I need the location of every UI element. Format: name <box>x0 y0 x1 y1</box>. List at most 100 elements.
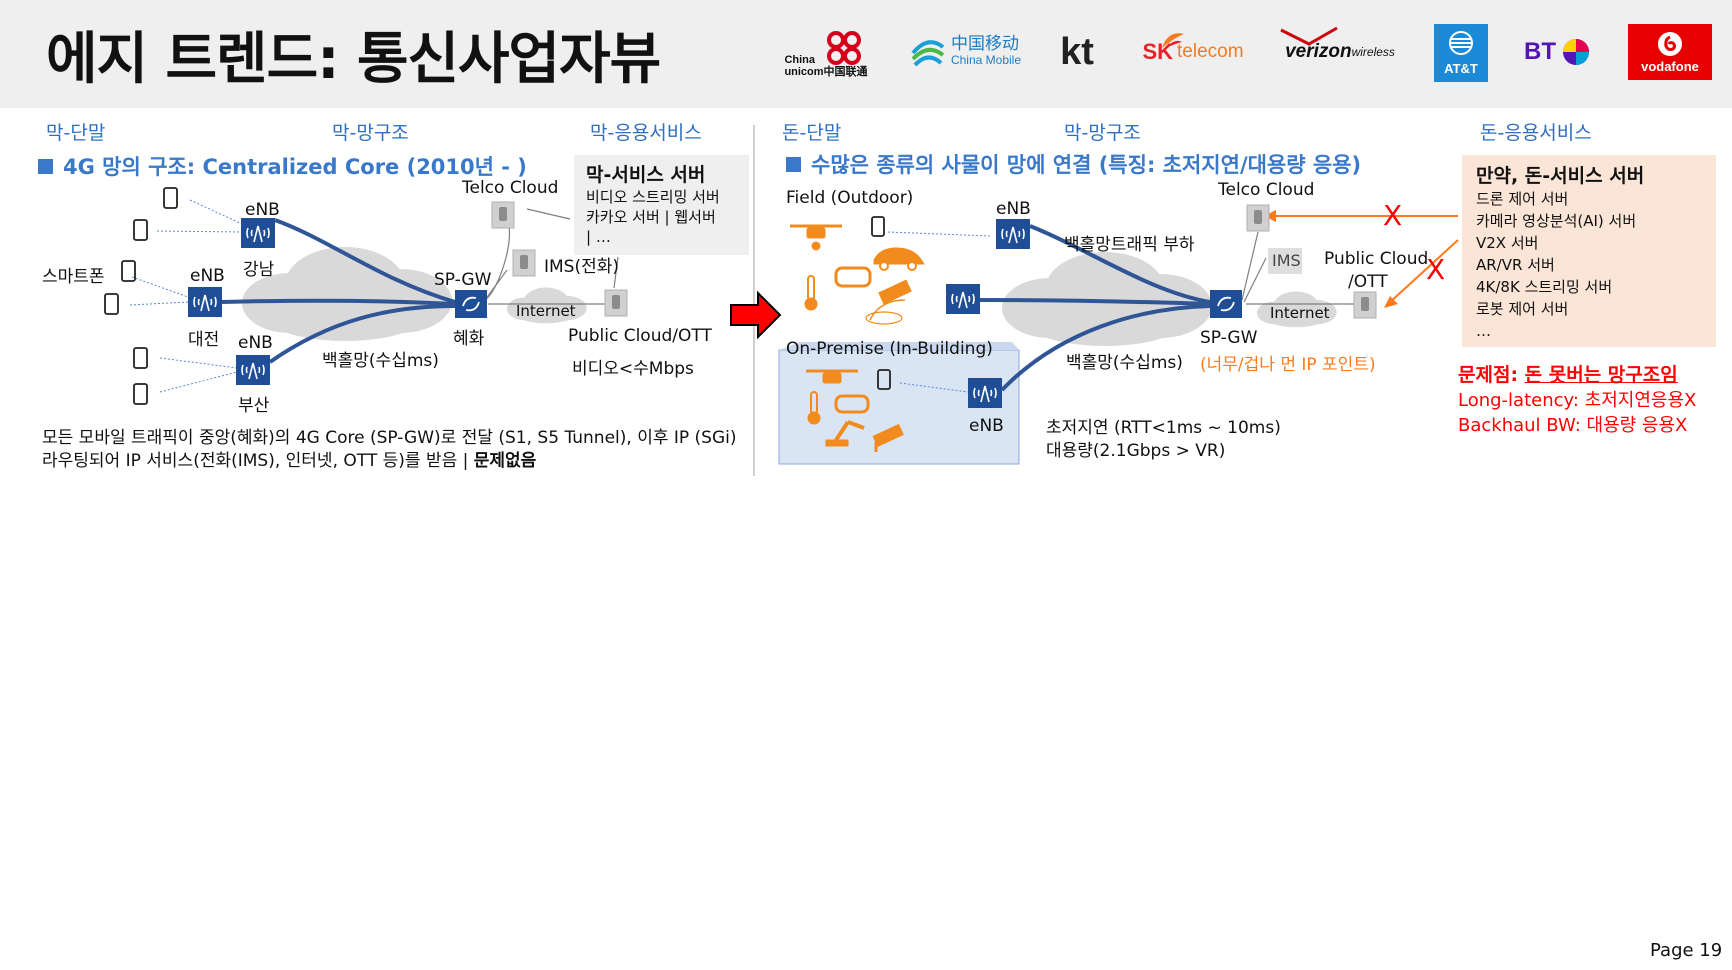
car-icon <box>873 247 925 271</box>
enb-label-gangnam: eNB <box>245 200 280 220</box>
right-sec-service: 돈-응용서비스 <box>1480 122 1592 144</box>
arrow-right-icon <box>730 290 782 340</box>
x-mark-public: X <box>1426 253 1446 286</box>
left-server-line: 비디오 스트리밍 서버 <box>586 188 720 206</box>
china-unicom-logo: China unicom中国联通 <box>780 22 872 82</box>
bullet-square <box>786 156 801 172</box>
antenna-icon <box>241 218 275 248</box>
right-server-line: V2X 서버 <box>1476 234 1539 252</box>
vr-headset-icon <box>834 394 870 414</box>
hyehwa-label: 혜화 <box>453 329 485 349</box>
left-backhaul-label: 백홀망(수십ms) <box>322 351 439 371</box>
problem-underlined: 돈 못버는 망구조임 <box>1524 364 1678 386</box>
right-backhaul-label: 백홀망(수십ms) <box>1066 353 1183 373</box>
smartphone-label: 스마트폰 <box>42 267 105 287</box>
thermometer-icon <box>807 391 821 425</box>
right-core-links <box>1241 231 1354 305</box>
antenna-icon <box>996 219 1030 249</box>
right-server-box: 만약, 돈-서비스 서버 드론 제어 서버 카메라 영상분석(AI) 서버 V2… <box>1462 155 1716 347</box>
right-server-line: 로봇 제어 서버 <box>1476 300 1569 318</box>
left-sec-network: 막-망구조 <box>332 122 409 144</box>
verizon-logo: verizon wireless <box>1275 22 1405 82</box>
cctv-icon <box>872 423 904 452</box>
left-desc-line1: 모든 모바일 트래픽이 중앙(혜화)의 4G Core (SP-GW)로 전달 … <box>42 428 737 448</box>
right-telco-cloud: Telco Cloud <box>1218 180 1315 200</box>
unicom-knot-icon <box>827 31 861 65</box>
field-device-icons <box>790 224 925 325</box>
att-text: AT&T <box>1444 61 1478 76</box>
ims-server-box <box>1268 248 1302 274</box>
right-public-cloud-1: Public Cloud <box>1324 249 1429 269</box>
right-sec-network: 막-망구조 <box>1064 122 1141 144</box>
left-desc-line2-text: 라우팅되어 IP 서비스(전화(IMS), 인터넷, OTT 등)를 받음 | <box>42 451 474 471</box>
onprem-box-top <box>779 342 1019 350</box>
right-sec-device: 돈-단말 <box>782 122 842 144</box>
right-enb-bottom: eNB <box>969 416 1004 436</box>
left-server-title: 막-서비스 서버 <box>586 164 706 186</box>
right-spgw-note: (너무/겁나 먼 IP 포인트) <box>1200 355 1376 375</box>
right-spgw-label: SP-GW <box>1200 328 1258 348</box>
server-icon <box>1246 204 1270 232</box>
enb-label-daejeon: eNB <box>190 266 225 286</box>
left-heading-en: : Centralized Core (2010년 - ) <box>186 155 527 179</box>
left-video-label: 비디오<수Mbps <box>572 359 694 379</box>
left-backhaul-lines <box>221 218 456 364</box>
antenna-icon <box>188 287 222 317</box>
left-server-line: 카카오 서버 | 웹서버 <box>586 208 716 226</box>
city-daejeon: 대전 <box>188 330 220 350</box>
drone-icon <box>790 224 842 251</box>
field-label: Field (Outdoor) <box>786 188 914 208</box>
left-server-box: 막-서비스 서버 비디오 스트리밍 서버 카카오 서버 | 웹서버 | … <box>574 155 749 255</box>
backhaul-load-label: 백홀망트래픽 부하 <box>1064 235 1195 255</box>
right-enb-top: eNB <box>996 199 1031 219</box>
china-mobile-icon <box>911 40 945 67</box>
phone-icon <box>133 383 148 405</box>
left-ims-label: IMS(전화) <box>544 257 620 277</box>
verizon-text: verizon <box>1285 41 1352 62</box>
antenna-icon <box>236 355 270 385</box>
right-server-line: 4K/8K 스트리밍 서버 <box>1476 278 1613 296</box>
phone-icon <box>163 187 178 209</box>
sk-telecom-logo: SK telecom <box>1128 22 1258 82</box>
problem-prefix: 문제점: <box>1458 364 1525 386</box>
kt-text: kt <box>1060 30 1094 73</box>
left-sec-device: 막-단말 <box>46 122 106 144</box>
right-server-title: 만약, 돈-서비스 서버 <box>1476 165 1645 187</box>
left-heading-ko: 4G 망의 구조 <box>63 155 187 179</box>
verizon-check-icon <box>1280 26 1338 46</box>
server-icon <box>604 289 628 317</box>
capacity-label: 대용량(2.1Gbps > VR) <box>1046 441 1226 461</box>
bt-text: BT <box>1524 38 1556 65</box>
left-heading: 4G 망의 구조: Centralized Core (2010년 - ) <box>38 151 527 181</box>
onprem-device-icons <box>806 369 904 452</box>
bullet-square <box>38 158 53 174</box>
x-mark-telco: X <box>1383 199 1403 232</box>
server-icon <box>1353 291 1377 319</box>
left-desc-line2: 라우팅되어 IP 서비스(전화(IMS), 인터넷, OTT 등)를 받음 | … <box>42 446 536 471</box>
vodafone-speechmark-icon <box>1657 32 1682 56</box>
right-device-links <box>887 231 991 393</box>
latency-label: 초저지연 (RTT<1ms ~ 10ms) <box>1046 418 1281 438</box>
right-server-line: 카메라 영상분석(AI) 서버 <box>1476 212 1637 230</box>
china-mobile-cn: 中国移动 <box>950 34 1019 53</box>
att-globe-icon <box>1448 31 1473 55</box>
problem-heading: 문제점: 돈 못버는 망구조임 <box>1458 360 1678 387</box>
right-orange-arrows <box>1264 210 1459 308</box>
left-spgw-label: SP-GW <box>434 270 492 290</box>
vr-headset-icon <box>834 266 872 288</box>
onprem-label: On-Premise (In-Building) <box>786 339 993 359</box>
right-heading-text: 수많은 종류의 사물이 망에 연결 (특징: 초저지연/대용량 응용) <box>811 153 1362 177</box>
server-icon <box>512 249 536 277</box>
unicom-top-text: China <box>784 54 815 66</box>
telecom-text: telecom <box>1177 41 1244 62</box>
phone-icon <box>877 369 891 390</box>
problem-line-bandwidth: Backhaul BW: 대용량 응용X <box>1458 415 1688 436</box>
server-icon <box>491 201 515 229</box>
left-telco-cloud: Telco Cloud <box>462 178 559 198</box>
right-public-cloud-2: /OTT <box>1348 272 1388 292</box>
router-icon <box>1210 290 1242 318</box>
right-backhaul-lines <box>979 224 1211 392</box>
cctv-icon <box>865 279 912 325</box>
left-server-line: | … <box>586 228 611 246</box>
